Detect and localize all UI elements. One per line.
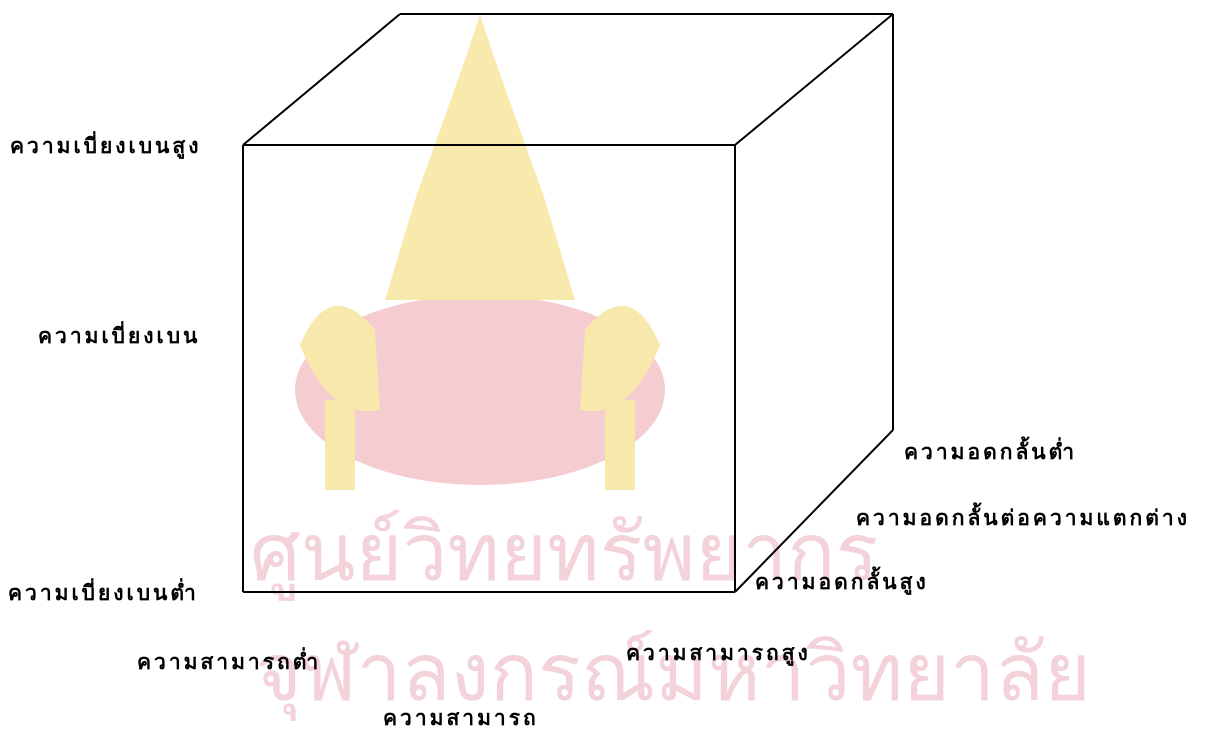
horizontal-axis-low-label: ความสามารถต่ำ — [137, 652, 321, 673]
vertical-axis-low-label: ความเบี่ยงเบนต่ำ — [8, 583, 199, 604]
horizontal-axis-high-label: ความสามารถสูง — [626, 643, 811, 664]
cube-top-left-depth-edge — [243, 14, 400, 145]
cube-top-right-depth-edge — [735, 14, 893, 145]
vertical-axis-name-label: ความเบี่ยงเบน — [38, 326, 200, 347]
vertical-axis-high-label: ความเบี่ยงเบนสูง — [10, 136, 201, 157]
depth-axis-name-label: ความอดกลั้นต่อความแตกต่าง — [856, 508, 1190, 529]
horizontal-axis-name-label: ความสามารถ — [383, 708, 539, 729]
depth-axis-high-label: ความอดกลั้นสูง — [755, 572, 929, 593]
depth-axis-low-label: ความอดกลั้นต่ำ — [904, 442, 1077, 463]
university-emblem-watermark — [295, 15, 665, 490]
